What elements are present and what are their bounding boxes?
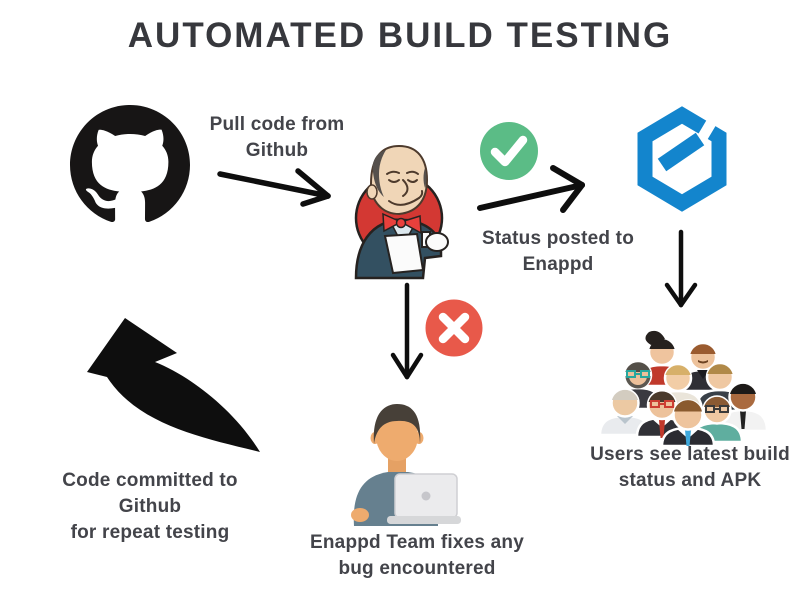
pull-code-label: Pull code from Github <box>197 112 357 164</box>
loop-arrow-shape <box>87 318 260 452</box>
laptop-logo <box>421 491 431 501</box>
users-label: Users see latest build status and APK <box>580 442 800 494</box>
arrow-strokes <box>664 229 698 308</box>
jenkins-face-lines <box>386 170 424 206</box>
failure-cross-icon <box>425 299 483 357</box>
arrow-enappd-to-users <box>664 229 698 308</box>
github-octocat-path <box>70 105 190 223</box>
success-check-icon <box>480 122 538 180</box>
enappd-hexagon-e <box>637 106 727 212</box>
label-line: status and APK <box>618 470 762 491</box>
label-line: for repeat testing <box>70 522 230 543</box>
label-line: bug encountered <box>338 558 496 579</box>
developer-hand <box>351 508 369 522</box>
loop-arrow-icon <box>87 318 260 452</box>
laptop-base <box>387 516 461 524</box>
label-line: Users see latest build <box>590 444 790 465</box>
github-icon <box>70 105 190 223</box>
arrow-jenkins-to-developer <box>390 282 424 380</box>
arrow-strokes <box>390 282 424 380</box>
developer-hair <box>373 404 421 444</box>
jenkins-glove <box>425 232 449 252</box>
check-mark <box>490 135 528 167</box>
label-line: Pull code from <box>209 114 345 135</box>
cross-mark <box>438 312 470 344</box>
jenkins-bowtie <box>382 212 422 235</box>
jenkins-ear <box>366 184 378 200</box>
label-line: Code committed to Github <box>62 470 238 517</box>
jenkins-icon <box>354 144 449 280</box>
label-line: Github <box>245 140 309 161</box>
developer-face <box>376 411 418 461</box>
label-line: Enappd Team fixes any <box>310 532 524 553</box>
label-line: Enappd <box>522 254 594 275</box>
users-icon <box>598 330 769 448</box>
commit-label: Code committed to Github for repeat test… <box>30 468 270 546</box>
jenkins-hair-left <box>372 150 386 197</box>
user-avatar <box>598 388 652 437</box>
page-title: AUTOMATED BUILD TESTING <box>127 16 673 55</box>
status-posted-label: Status posted to Enappd <box>458 226 658 278</box>
team-fixes-label: Enappd Team fixes any bug encountered <box>307 530 527 582</box>
arrow-strokes <box>477 165 585 213</box>
arrow-jenkins-to-enappd <box>477 165 585 213</box>
jenkins-towel <box>383 232 425 275</box>
label-line: Status posted to <box>481 228 635 249</box>
arrow-github-to-jenkins <box>217 168 331 207</box>
arrow-strokes <box>217 168 331 207</box>
user-avatar <box>660 399 716 448</box>
user-avatar <box>717 382 769 433</box>
jenkins-hair-right <box>423 168 427 188</box>
enappd-icon <box>637 106 727 212</box>
user-avatar <box>690 395 744 444</box>
developer-icon <box>351 404 461 526</box>
